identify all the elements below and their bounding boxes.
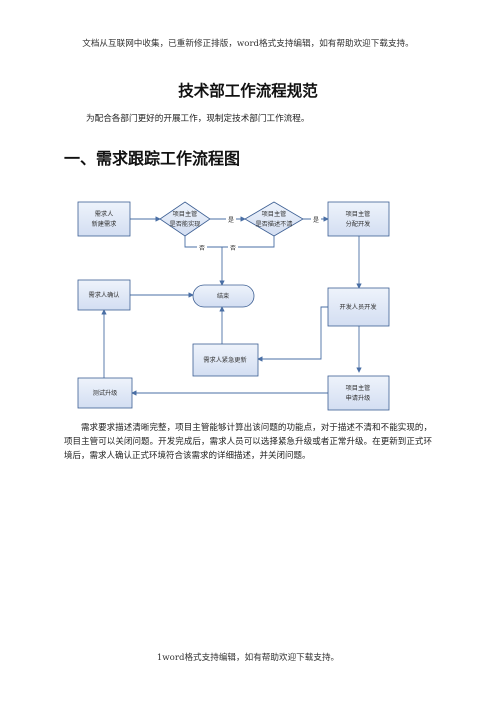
node-urgent-update: [192, 343, 259, 377]
node-can-implement-line2: 是否能实现: [170, 220, 201, 228]
node-clear-description-line1: 项目主管: [262, 210, 287, 218]
edge-dev-to-urgent: [257, 306, 328, 362]
node-assign-dev-line1: 项目主管: [346, 210, 371, 218]
node-clear-description: [244, 201, 304, 237]
node-urgent-update-label: 需求人紧急更新: [203, 356, 246, 364]
intro-text: 为配合各部门更好的开展工作，现制定技术部门工作流程。: [86, 114, 310, 124]
edge-label-no-2: 否: [230, 245, 236, 252]
node-clear-description-line2: 是否描述不清: [255, 220, 292, 228]
edge-label-yes-1: 是: [228, 217, 234, 224]
edge-label-yes-2: 是: [313, 217, 319, 224]
node-test-upgrade-label: 测试升级: [93, 389, 118, 397]
page-footer-note: 1word格式支持编辑，如有帮助欢迎下载支持。: [156, 653, 340, 663]
node-developer-dev: [327, 287, 390, 327]
edge-label-no-1: 否: [199, 245, 205, 252]
node-assign-dev-line2: 分配开发: [346, 220, 371, 228]
edge-implement-no: [184, 236, 222, 248]
node-new-request: [77, 201, 131, 237]
node-apply-upgrade-line2: 申请升级: [346, 394, 371, 402]
node-end-label: 结束: [217, 292, 229, 300]
node-test-upgrade: [77, 377, 133, 409]
node-developer-dev-label: 开发人员开发: [339, 303, 376, 311]
node-assign-dev: [327, 201, 390, 237]
node-new-request-line1: 需求人: [95, 210, 114, 218]
edge-clear-no: [222, 236, 275, 248]
node-end: [192, 284, 255, 308]
node-requester-confirm-label: 需求人确认: [89, 291, 120, 299]
node-requester-confirm: [77, 279, 131, 311]
node-apply-upgrade: [327, 375, 390, 411]
document-title: 技术部工作流程规范: [178, 82, 318, 100]
section-heading: 一、需求跟踪工作流程图: [64, 149, 241, 168]
node-can-implement-line1: 项目主管: [173, 210, 198, 218]
node-can-implement: [159, 201, 211, 237]
description-paragraph: 需求要求描述清晰完整，项目主管能够计算出该问题的功能点，对于描述不清和不能实现的…: [64, 423, 432, 461]
node-apply-upgrade-line1: 项目主管: [346, 384, 371, 392]
page-header-note: 文档从互联网中收集，已重新修正排版，word格式支持编辑，如有帮助欢迎下载支持。: [82, 39, 414, 49]
node-new-request-line2: 新建需求: [92, 220, 117, 228]
